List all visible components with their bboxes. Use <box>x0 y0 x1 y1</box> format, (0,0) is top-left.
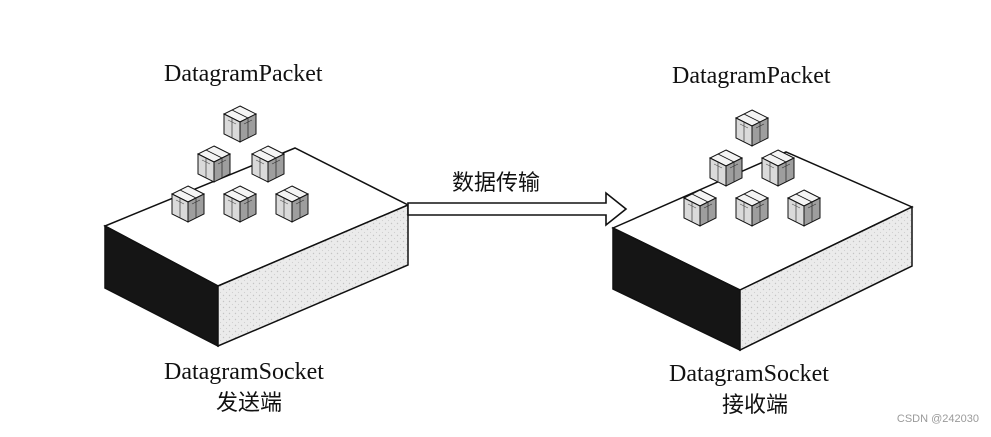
receiver-socket-label: DatagramSocket <box>669 361 829 387</box>
sender-socket-label: DatagramSocket <box>164 359 324 385</box>
receiver-role-label: 接收端 <box>722 393 789 418</box>
transfer-label: 数据传输 <box>452 171 541 196</box>
watermark: CSDN @242030 <box>896 413 979 425</box>
transfer-arrow <box>407 191 628 227</box>
sender-role-label: 发送端 <box>216 391 283 416</box>
receiver-packet-label: DatagramPacket <box>672 63 831 89</box>
receiver-socket-platform <box>611 151 914 352</box>
sender-socket-platform <box>103 147 410 348</box>
sender-packet-label: DatagramPacket <box>164 61 323 87</box>
